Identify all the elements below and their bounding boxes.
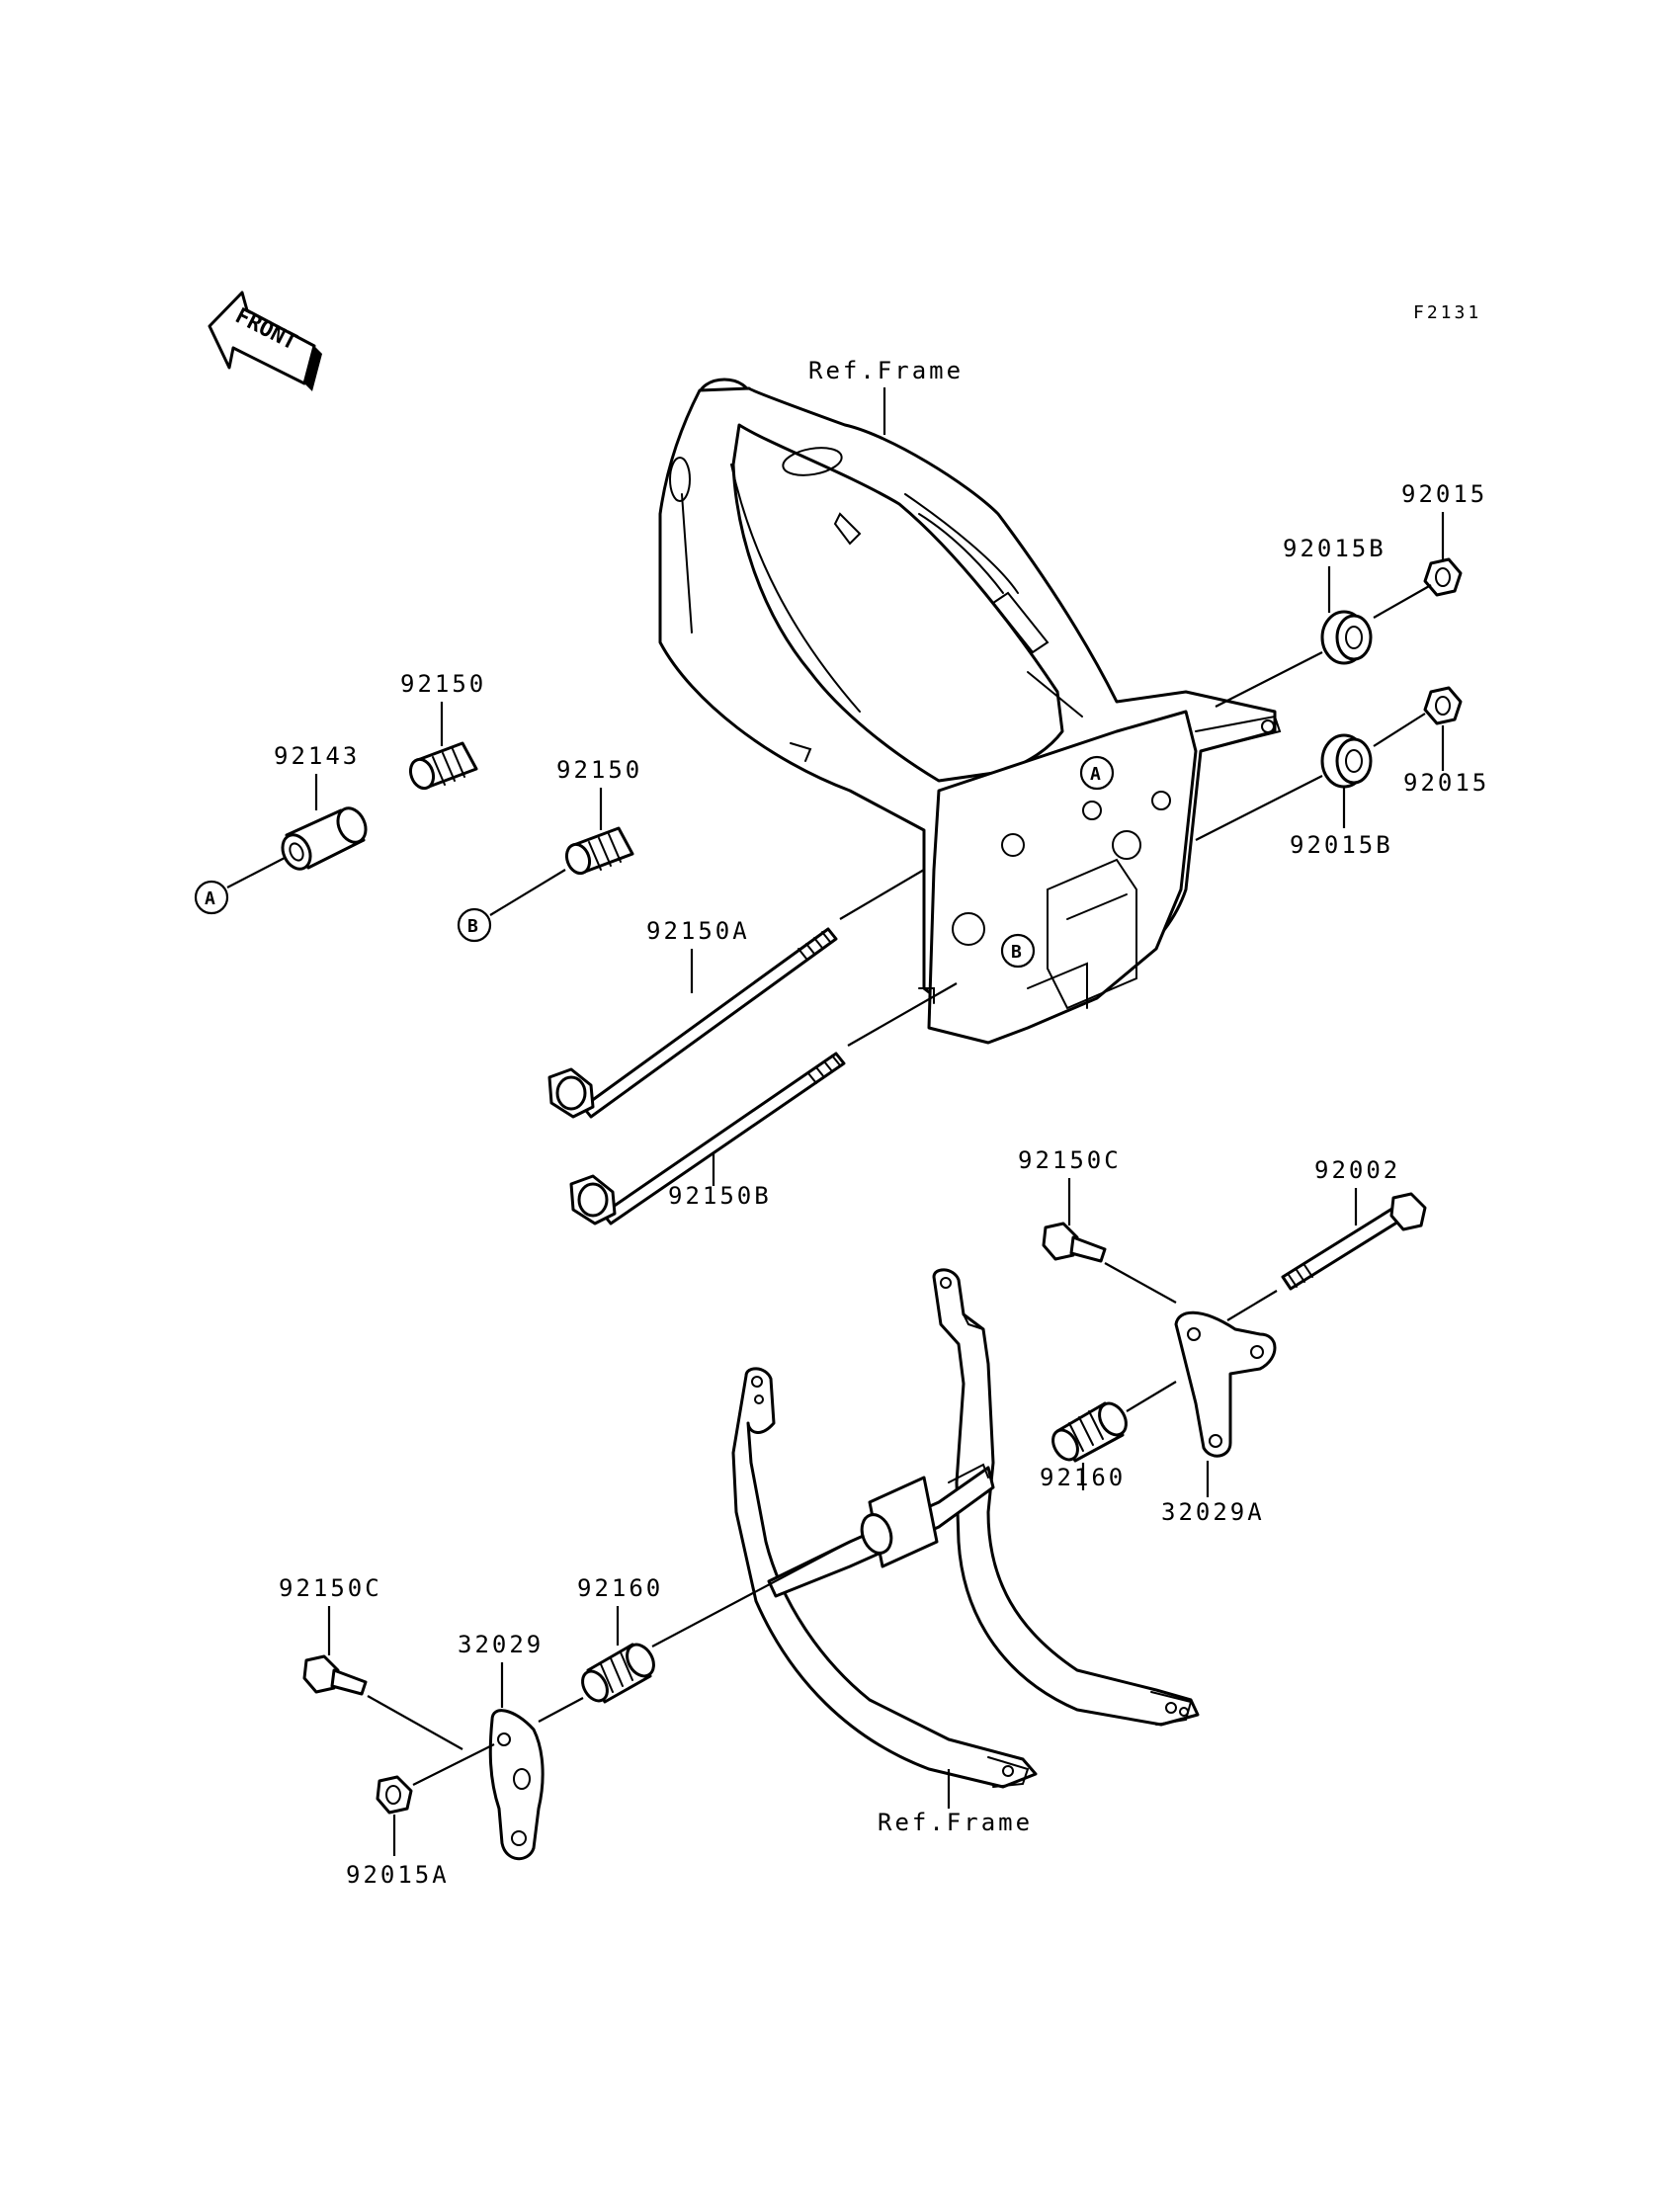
damper-92160-right: [1051, 1401, 1128, 1463]
label-92150c-right: 92150C: [1018, 1146, 1122, 1174]
label-92015a: 92015A: [346, 1861, 450, 1889]
label-92150-upper: 92150: [400, 670, 486, 698]
bolt-92150c-left: [302, 1654, 368, 1696]
label-92160-left: 92160: [577, 1574, 663, 1602]
left-callout-b: B: [457, 907, 492, 943]
label-92160-right: 92160: [1040, 1464, 1126, 1491]
label-92015b-mid: 92015B: [1290, 831, 1393, 859]
front-arrow-icon: FRONT: [208, 291, 322, 391]
bolt-92150b: [569, 1052, 846, 1225]
nut-92015a: [376, 1775, 413, 1815]
svg-text:B: B: [1011, 942, 1022, 963]
lower-frame-drawing: [731, 1268, 1200, 1789]
label-92002: 92002: [1314, 1156, 1400, 1184]
svg-text:A: A: [205, 888, 215, 909]
svg-text:B: B: [467, 916, 478, 937]
spacer-92150-lower: [564, 826, 634, 876]
bushing-92015b-mid: [1320, 733, 1373, 789]
label-92150-lower: 92150: [556, 756, 642, 784]
svg-text:A: A: [1090, 764, 1101, 785]
label-92150a: 92150A: [646, 917, 750, 945]
bolt-92002: [1281, 1192, 1427, 1291]
bolt-92150c-right: [1042, 1222, 1107, 1263]
collar-92143: [281, 806, 368, 871]
frame-callout-b: B: [1000, 933, 1036, 969]
label-32029: 32029: [458, 1631, 544, 1658]
bracket-32029a: [1174, 1310, 1277, 1458]
left-callout-a: A: [194, 880, 229, 915]
main-frame-drawing: [658, 378, 1282, 1045]
label-92150c-left: 92150C: [279, 1574, 382, 1602]
label-92150b: 92150B: [668, 1182, 772, 1210]
frame-callout-a: A: [1079, 755, 1115, 791]
nut-92015-top: [1423, 557, 1463, 597]
bushing-92015b-top: [1320, 610, 1373, 665]
label-92143: 92143: [274, 742, 360, 770]
bracket-32029: [488, 1709, 545, 1861]
label-92015-mid: 92015: [1403, 769, 1489, 797]
label-32029a: 32029A: [1161, 1498, 1265, 1526]
label-92015b-top: 92015B: [1283, 535, 1386, 562]
nut-92015-mid: [1423, 686, 1463, 725]
bolt-92150a: [547, 927, 838, 1119]
ref-frame-bottom-label: Ref.Frame: [878, 1809, 1033, 1836]
spacer-92150-upper: [408, 741, 478, 791]
damper-92160-left: [581, 1643, 655, 1704]
ref-frame-top-label: Ref.Frame: [808, 357, 964, 384]
label-92015-top: 92015: [1401, 480, 1487, 508]
diagram-code: F2131: [1413, 302, 1481, 323]
